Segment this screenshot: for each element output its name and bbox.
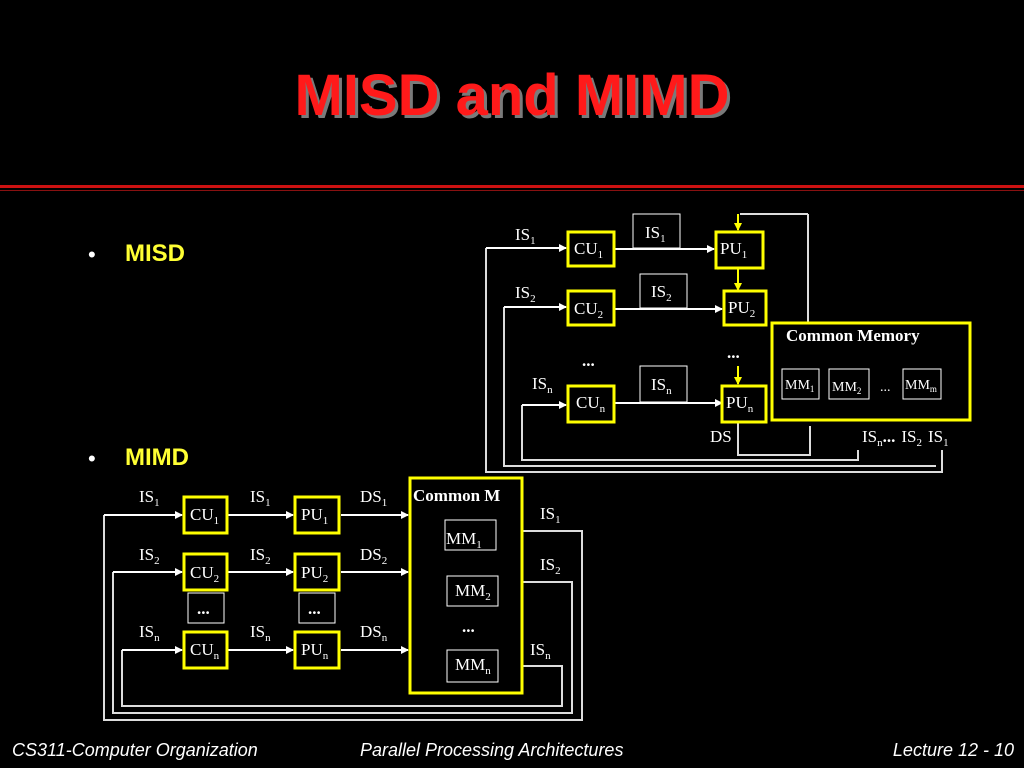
footer-course: CS311-Computer Organization [12,740,258,760]
misd-mm-label: MM2 [832,380,861,396]
misd-is-box-label: IS2 [651,282,672,304]
mimd-is-right: ISn [530,640,551,662]
mimd-is-mid: IS1 [250,487,271,509]
mimd-is-mid: IS2 [250,545,271,567]
title-divider [0,185,1024,188]
footer-lecture: Lecture 12 - 10 [892,740,1014,760]
mimd-cu-label: CU1 [190,505,219,527]
bullet-misd: MISD [125,240,185,267]
misd-memory-title: Common Memory [786,326,920,345]
mimd-diagram: IS1 IS2 ISn CU1 CU2 CUn IS1 IS2 ISn PU1 … [103,476,583,721]
misd-cu-label: CU1 [574,239,603,261]
title-divider-shadow [0,190,1024,191]
misd-cu-ellipsis: ... [582,351,595,370]
misd-pu-label: PUn [726,393,754,415]
misd-pu-label: PU1 [720,239,747,261]
mimd-mm-label: MM2 [455,581,491,603]
mimd-cu-label: CUn [190,640,220,662]
misd-mm-label: MMm [905,378,937,394]
misd-pu-label: PU2 [728,298,755,320]
mimd-is-left: IS1 [139,487,160,509]
misd-is-input: IS2 [515,283,536,305]
mimd-is-left: ISn [139,622,160,644]
mimd-is-mid: ISn [250,622,271,644]
mimd-mm-label: MMn [455,655,491,677]
mimd-pu-label: PU2 [301,563,328,585]
mimd-memory-title: Common M [413,486,500,505]
misd-mm-label: MM1 [785,378,814,394]
misd-is-input: ISn [532,374,553,396]
mimd-ds-label: DS2 [360,545,387,567]
mimd-pu-label: PUn [301,640,329,662]
misd-cu-label: CU2 [574,299,603,321]
mimd-pu-label: PU1 [301,505,328,527]
mimd-pu-ellipsis: ... [308,599,321,618]
mimd-ds-label: DSn [360,622,388,644]
mimd-ds-label: DS1 [360,487,387,509]
misd-cu-label: CUn [576,393,606,415]
mimd-mm-ellipsis: ... [462,617,475,636]
misd-is-box-label: IS1 [645,223,666,245]
slide-title: MISD and MIMD [294,63,730,128]
misd-mm-ellipsis: ... [880,380,891,395]
mimd-is-right: IS2 [540,555,561,577]
mimd-is-right: IS1 [540,504,561,526]
mimd-cu-ellipsis: ... [197,599,210,618]
misd-is-input: IS1 [515,225,536,247]
bullet-dot: • [88,446,96,471]
bullet-dot: • [88,242,96,267]
mimd-mm-label: MM1 [446,529,482,551]
footer-topic: Parallel Processing Architectures [360,740,624,760]
bullet-mimd: MIMD [125,444,189,471]
misd-is-box-label: ISn [651,375,672,397]
misd-pu-ellipsis: ... [727,343,740,362]
misd-diagram: IS1 IS2 ISn CU1 CU2 CUn IS1 IS2 ISn PU1 … [485,213,972,473]
misd-ds-label: DS [710,427,732,446]
mimd-is-left: IS2 [139,545,160,567]
mimd-cu-label: CU2 [190,563,219,585]
